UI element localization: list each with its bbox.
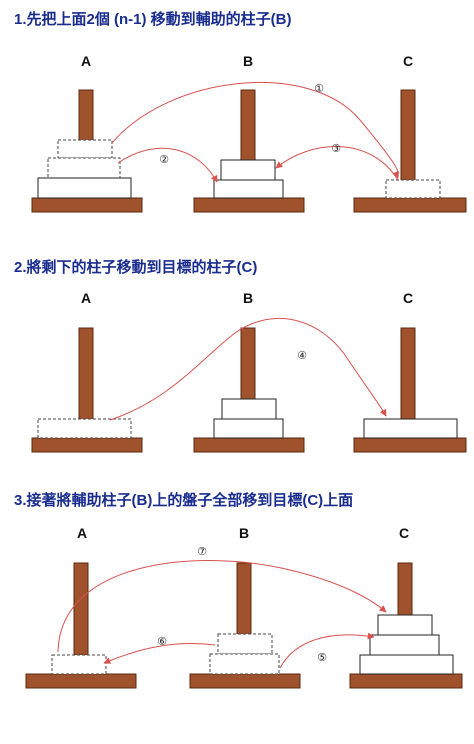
step-1-arrow-move-3: [275, 146, 399, 181]
step-1-peg-c-label: C: [403, 53, 413, 69]
step-3-move-6-label: ⑥: [157, 635, 167, 648]
step-3-peg-c-label: C: [399, 525, 409, 541]
step-2-peg-b-base: [193, 437, 305, 453]
step-3-disk-small-ghost-on-b: [217, 633, 273, 655]
step-1-peg-a-label: A: [81, 53, 91, 69]
step-1-arrow-move-2: [117, 147, 218, 183]
step-3-peg-a-rod: [73, 562, 89, 656]
step-2-arrow-move-4: [109, 317, 387, 421]
step-2-peg-b-rod: [240, 327, 256, 401]
step-3-arrow-move-7: [57, 560, 387, 653]
step-2-peg-c-base: [353, 437, 467, 453]
step-2-disk-large: [363, 418, 458, 439]
step-2: 2.將剩下的柱子移動到目標的柱子(C) A B C ④: [14, 258, 467, 453]
step-1-move-2-label: ②: [159, 153, 169, 166]
step-3-peg-b-base: [189, 673, 301, 689]
step-3-arrow-move-5: [279, 632, 375, 669]
step-3-peg-b-label: B: [239, 525, 249, 541]
step-2-peg-c-rod: [400, 327, 416, 421]
step-3-disk-medium-ghost-on-b: [209, 653, 280, 675]
step-3-peg-c-rod: [397, 562, 413, 620]
step-1-disk-small-ghost: [57, 139, 113, 159]
step-2-move-4-label: ④: [297, 349, 307, 362]
step-1-peg-b-rod: [240, 89, 256, 163]
step-1-title: 1.先把上面2個 (n-1) 移動到輔助的柱子(B): [14, 10, 292, 28]
step-3-move-5-label: ⑤: [317, 651, 327, 664]
step-1-disk-small: [220, 159, 276, 181]
step-3-title: 3.接著將輔助柱子(B)上的盤子全部移到目標(C)上面: [14, 491, 353, 509]
step-1-disk-medium-ghost: [47, 157, 121, 179]
step-1-peg-c-rod: [400, 89, 416, 181]
step-2-peg-b-label: B: [243, 290, 253, 306]
step-3-move-7-label: ⑦: [197, 545, 207, 558]
step-1-peg-c-base: [353, 197, 467, 213]
step-1-move-3-label: ③: [331, 142, 341, 155]
step-2-disk-medium: [213, 418, 284, 439]
step-1-peg-b-label: B: [243, 53, 253, 69]
step-1-disk-small-ghost-on-c: [385, 179, 441, 199]
step-3-disk-large: [359, 654, 454, 675]
step-2-peg-a-label: A: [81, 290, 91, 306]
step-3-disk-small-ghost-on-a: [51, 654, 107, 675]
step-1-peg-a-base: [31, 197, 143, 213]
step-1-peg-b-base: [193, 197, 305, 213]
step-3-disk-small: [377, 614, 433, 636]
step-1-move-1-label: ①: [314, 82, 324, 95]
step-3-disk-medium: [369, 634, 440, 656]
step-3: 3.接著將輔助柱子(B)上的盤子全部移到目標(C)上面 A B C ⑦ ⑥ ⑤: [14, 491, 463, 689]
step-2-disk-small: [221, 398, 277, 420]
step-2-disk-large-ghost: [37, 418, 132, 439]
step-3-arrow-move-6: [103, 643, 216, 664]
step-3-peg-a-label: A: [77, 525, 87, 541]
step-1-disk-medium: [213, 179, 284, 199]
step-1: 1.先把上面2個 (n-1) 移動到輔助的柱子(B) A B C ① ② ③: [14, 10, 467, 213]
step-2-peg-a-rod: [78, 327, 94, 421]
step-2-peg-c-label: C: [403, 290, 413, 306]
step-3-peg-c-base: [349, 673, 463, 689]
step-3-peg-b-rod: [236, 562, 252, 636]
step-1-disk-large: [37, 177, 132, 199]
step-3-peg-a-base: [25, 673, 137, 689]
step-1-arrow-move-1: [111, 82, 400, 179]
step-2-peg-a-base: [31, 437, 143, 453]
step-2-title: 2.將剩下的柱子移動到目標的柱子(C): [14, 258, 257, 276]
